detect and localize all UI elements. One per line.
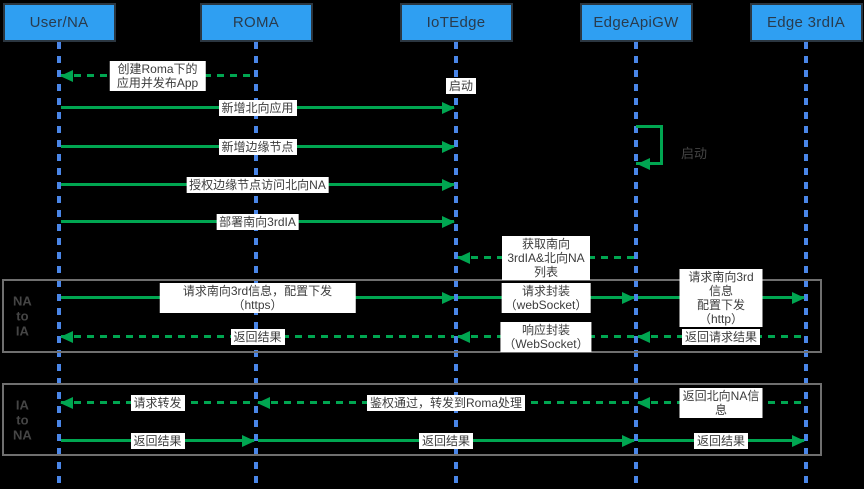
actor-user-na: User/NA	[2, 3, 116, 42]
message-9: 返回请求结果	[637, 329, 804, 345]
group-frame-0: NA to IA	[2, 279, 822, 353]
message-11: 返回结果	[60, 329, 454, 345]
message-arrowhead-icon	[442, 179, 455, 191]
self-loop-label: 启动	[681, 146, 708, 161]
message-arrowhead-icon	[637, 331, 650, 343]
message-label: 鉴权通过，转发到Roma处理	[366, 395, 526, 411]
lifeline-edgeapigw	[634, 42, 638, 487]
message-17: 返回结果	[638, 433, 805, 449]
message-arrowhead-icon	[622, 292, 635, 304]
message-5: 获取南向3rdIA&北向NA列表	[457, 236, 634, 280]
actor-roma: ROMA	[199, 3, 313, 42]
actor-label-iotedge: IoTEdge	[426, 14, 486, 31]
message-14: 请求转发	[60, 395, 254, 411]
actor-edge-3rdia: Edge 3rdIA	[749, 3, 863, 42]
message-10: 响应封装（WebSocket）	[457, 322, 634, 352]
message-label: 响应封装（WebSocket）	[500, 322, 592, 352]
message-15: 返回结果	[61, 433, 255, 449]
message-label: 返回结果	[130, 433, 185, 449]
message-2: 新增边缘节点	[61, 139, 455, 155]
message-label: 返回结果	[418, 433, 474, 449]
message-arrowhead-icon	[60, 70, 73, 82]
message-arrowhead-icon	[60, 331, 73, 343]
actor-label-user-na: User/NA	[29, 14, 89, 31]
message-label: 返回结果	[693, 433, 749, 449]
message-arrowhead-icon	[442, 141, 455, 153]
message-label: 新增北向应用	[218, 100, 297, 116]
group-label-0: NA to IA	[13, 293, 32, 339]
actor-edgeapigw: EdgeApiGW	[579, 3, 693, 42]
message-arrowhead-icon	[242, 435, 255, 447]
message-label: 请求封装（webSocket）	[501, 283, 591, 313]
message-arrowhead-icon	[792, 435, 805, 447]
group-label-1: IA to NA	[13, 397, 32, 442]
message-label: 创建Roma下的应用并发布App	[109, 61, 206, 91]
actor-label-edgeapigw: EdgeApiGW	[593, 14, 679, 31]
message-3: 授权边缘节点访问北向NA	[61, 177, 455, 193]
message-label: 返回北向NA信息	[679, 388, 763, 418]
message-4: 部署南向3rdIA	[61, 214, 455, 230]
message-label: 请求南向3rd信息 配置下发（http）	[679, 269, 763, 327]
message-13: 鉴权通过，转发到Roma处理	[257, 395, 634, 411]
lifeline-user-na	[57, 42, 61, 487]
lifeline-roma	[254, 42, 258, 487]
actor-label-roma: ROMA	[232, 14, 280, 31]
message-label: 授权边缘节点访问北向NA	[186, 177, 329, 193]
message-arrowhead-icon	[637, 397, 650, 409]
message-arrowhead-icon	[442, 102, 455, 114]
message-arrowhead-icon	[442, 216, 455, 228]
group-frame-1: IA to NA	[2, 383, 822, 456]
message-arrowhead-icon	[622, 435, 635, 447]
message-label: 返回结果	[230, 329, 285, 345]
message-label: 获取南向3rdIA&北向NA列表	[502, 236, 590, 280]
actor-label-edge-3rdia: Edge 3rdIA	[766, 14, 846, 31]
message-8: 请求南向3rd信息 配置下发（http）	[638, 269, 805, 327]
lifeline-iotedge	[454, 42, 458, 487]
message-label: 新增边缘节点	[218, 139, 297, 155]
message-label: 请求转发	[130, 395, 185, 411]
message-arrowhead-icon	[60, 397, 73, 409]
message-arrowhead-icon	[792, 292, 805, 304]
message-6: 请求南向3rd信息，配置下发（https）	[61, 283, 455, 313]
self-loop-arrowhead-icon	[637, 157, 650, 170]
note-startup-iotedge: 启动	[445, 78, 477, 94]
message-arrowhead-icon	[442, 292, 455, 304]
message-label: 返回请求结果	[681, 329, 761, 345]
message-7: 请求封装（webSocket）	[458, 283, 635, 313]
message-arrowhead-icon	[457, 331, 470, 343]
message-0: 创建Roma下的应用并发布App	[60, 61, 254, 91]
lifeline-edge-3rdia	[804, 42, 808, 487]
message-16: 返回结果	[258, 433, 635, 449]
message-arrowhead-icon	[457, 252, 470, 264]
message-label: 部署南向3rdIA	[216, 214, 299, 230]
message-12: 返回北向NA信息	[637, 388, 804, 418]
message-1: 新增北向应用	[61, 100, 455, 116]
message-label: 请求南向3rd信息，配置下发（https）	[159, 283, 356, 313]
message-arrowhead-icon	[257, 397, 270, 409]
actor-iotedge: IoTEdge	[399, 3, 513, 42]
